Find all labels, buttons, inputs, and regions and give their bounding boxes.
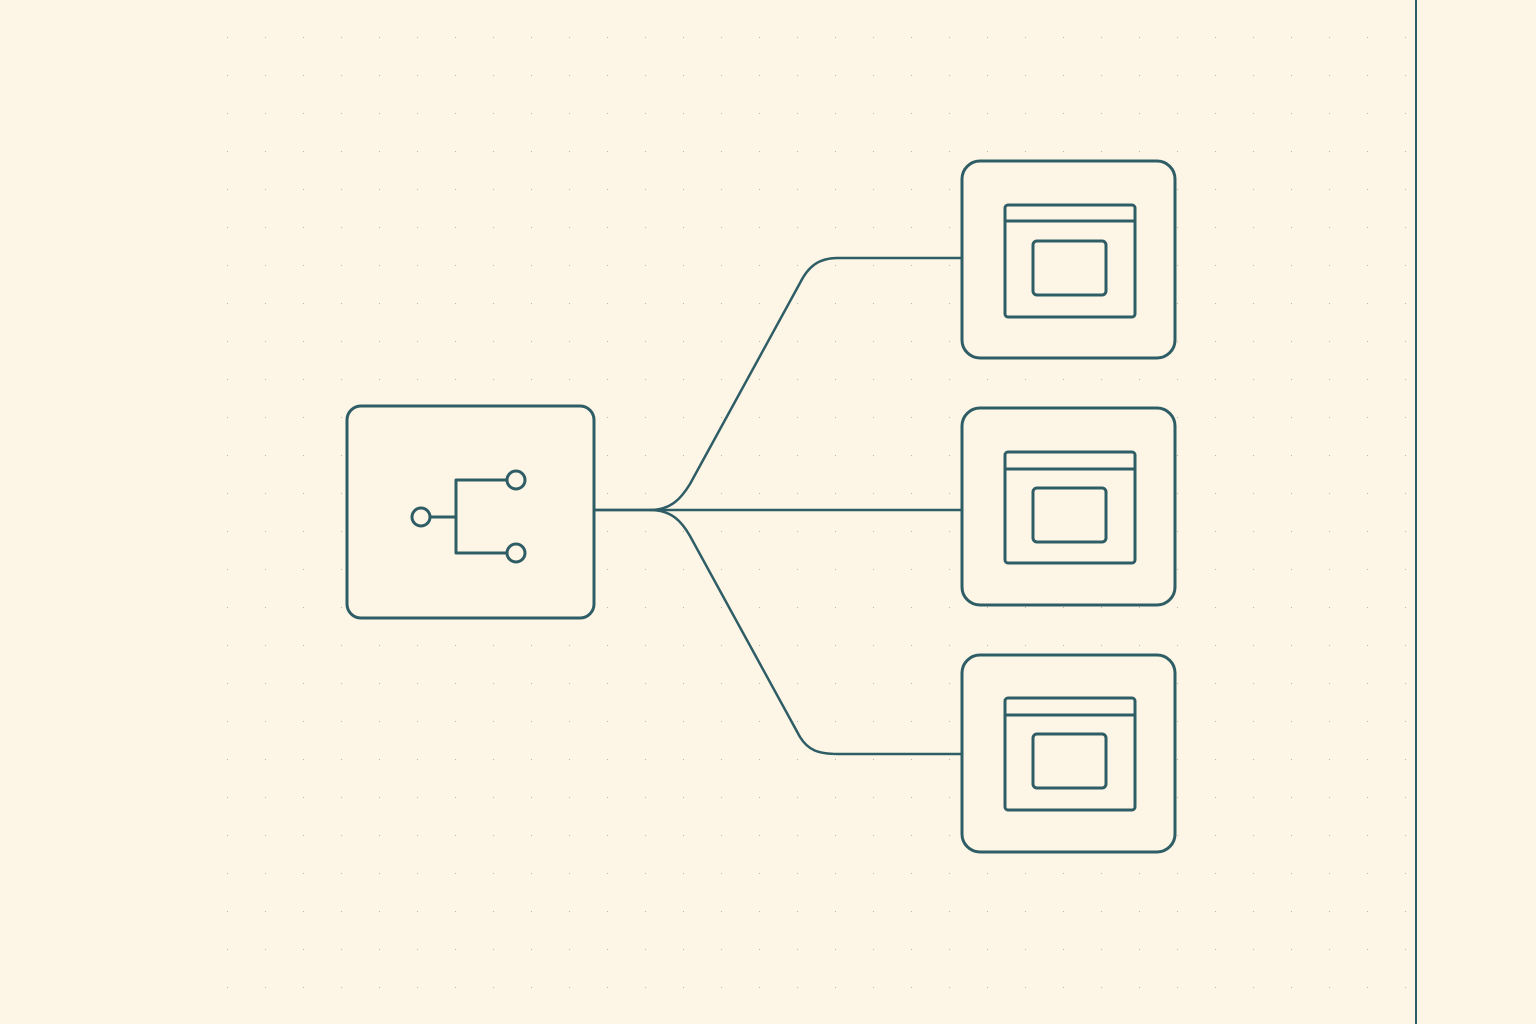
browser-window-icon: [1003, 203, 1137, 319]
target-node-frame: [960, 653, 1177, 854]
browser-window-icon: [1003, 450, 1137, 565]
target-node-3[interactable]: [960, 653, 1177, 854]
target-node-frame: [960, 159, 1177, 360]
connector-to-target-3: [648, 508, 964, 756]
connectors: [592, 256, 964, 756]
target-node-frame: [960, 406, 1177, 607]
source-node[interactable]: [345, 404, 596, 620]
target-node-1[interactable]: [960, 159, 1177, 360]
branch-icon: [410, 469, 527, 564]
browser-window-icon: [1003, 696, 1137, 812]
connector-to-target-1: [592, 256, 964, 512]
target-node-2[interactable]: [960, 406, 1177, 607]
source-node-frame: [345, 404, 596, 620]
